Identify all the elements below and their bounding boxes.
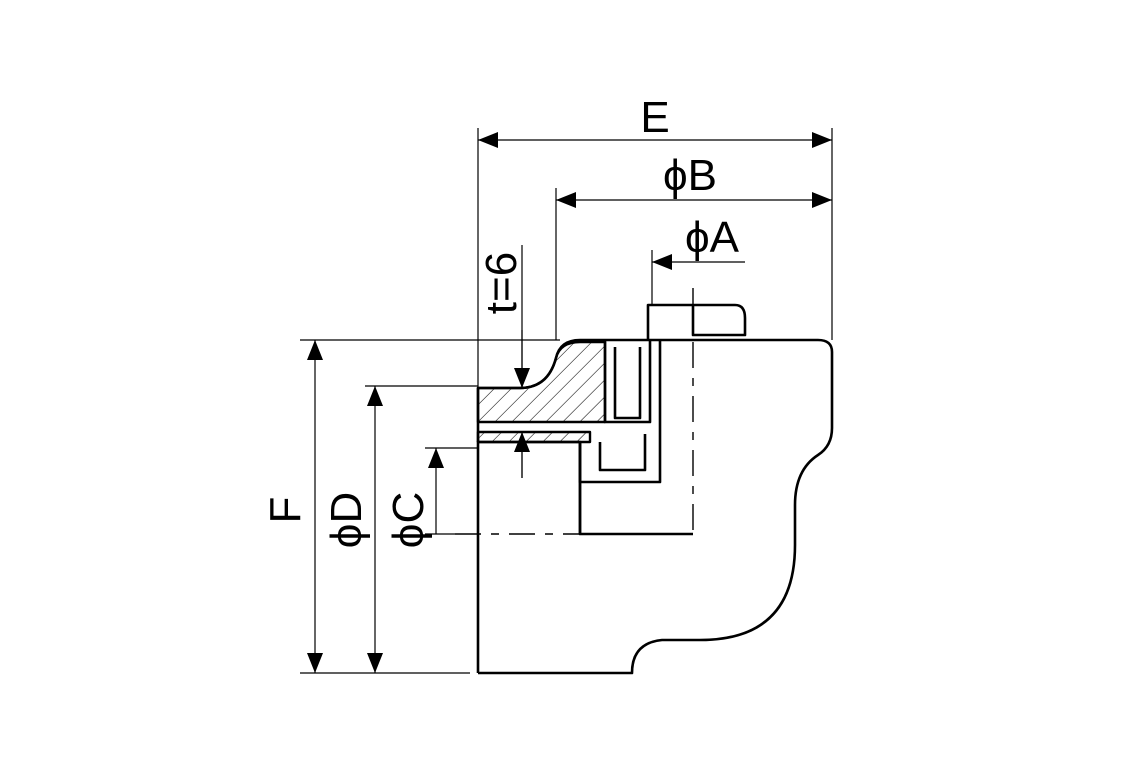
dimension-label-phiD: ϕD — [322, 492, 371, 548]
dimension-lines — [307, 132, 832, 673]
dimension-label-phiA: ϕA — [685, 213, 740, 262]
dimension-label-F: F — [261, 497, 310, 524]
dimension-label-E: E — [640, 93, 669, 142]
dimension-label-phiC: ϕC — [384, 492, 433, 548]
dimension-label-phiB: ϕB — [663, 151, 717, 200]
hatched-section-lower — [476, 430, 592, 444]
hatched-section-upper — [476, 340, 607, 424]
dimension-label-t: t=6 — [477, 252, 526, 314]
